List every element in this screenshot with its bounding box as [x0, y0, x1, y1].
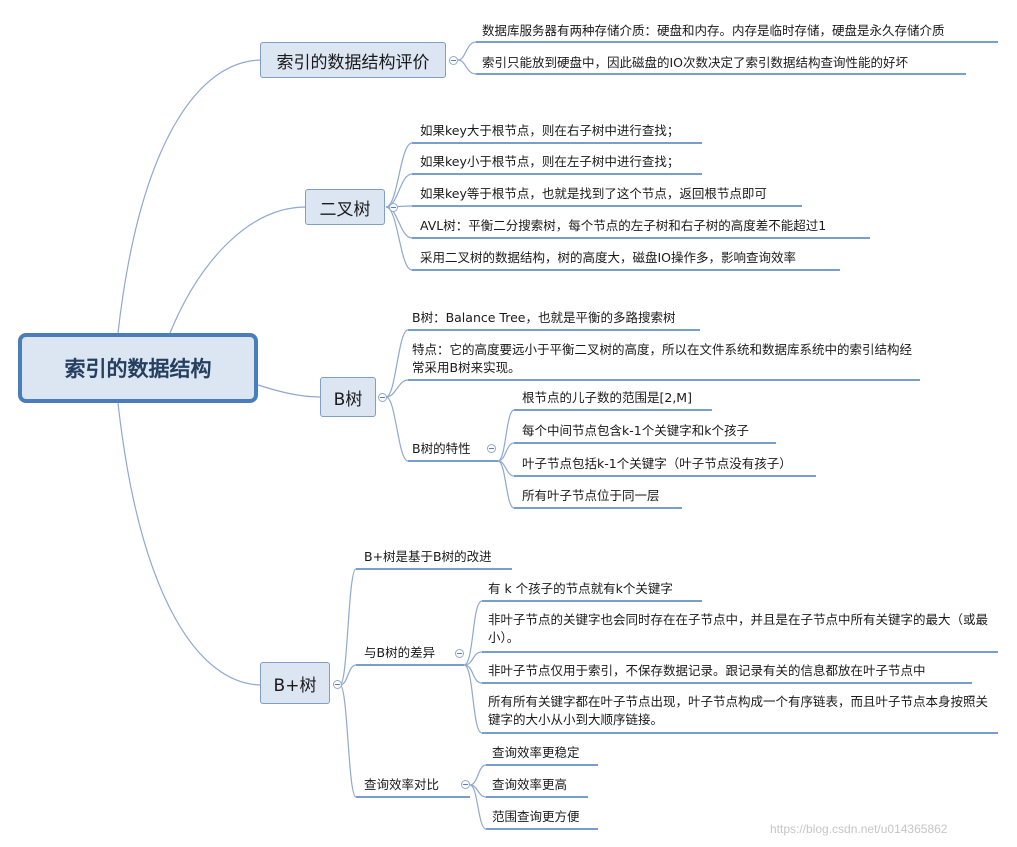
bst-item-2: 如果key小于根节点，则在左子树中进行查找； — [420, 154, 680, 169]
bst-item-5: 采用二叉树的数据结构，树的高度大，磁盘IO操作多，影响查询效率 — [420, 250, 797, 265]
bplus-intro: B+树是基于B树的改进 — [364, 549, 492, 564]
branch-index-structure-evaluation[interactable]: 索引的数据结构评价 — [260, 42, 446, 78]
collapse-icon[interactable] — [487, 444, 496, 453]
bst-item-3: 如果key等于根节点，也就是找到了这个节点，返回根节点即可 — [420, 186, 767, 201]
bplus-query-item-2: 查询效率更高 — [492, 777, 568, 792]
eval-item-2: 索引只能放到硬盘中，因此磁盘的IO次数决定了索引数据结构查询性能的好坏 — [482, 55, 909, 70]
root-node[interactable]: 索引的数据结构 — [18, 333, 258, 403]
watermark: https://blog.csdn.net/u014365862 — [770, 822, 948, 836]
connector-root-bplus — [117, 402, 263, 686]
branch-b-tree[interactable]: B树 — [320, 377, 376, 417]
connector-root-bst — [169, 206, 307, 334]
bst-item-1: 如果key大于根节点，则在右子树中进行查找； — [420, 123, 680, 138]
eval-item-1: 数据库服务器有两种存储介质：硬盘和内存。内存是临时存储，硬盘是永久存储介质 — [482, 23, 945, 38]
bst-item-4: AVL树：平衡二分搜索树，每个节点的左子树和右子树的高度差不能超过1 — [420, 218, 827, 233]
collapse-icon[interactable] — [389, 203, 398, 212]
bplus-query-item-3: 范围查询更方便 — [492, 809, 580, 824]
btree-feature-4: 所有叶子节点位于同一层 — [522, 488, 660, 503]
connector-root-btree — [257, 384, 321, 398]
bplus-diff-label[interactable]: 与B树的差异 — [364, 645, 436, 660]
btree-item-2: 特点：它的高度要远小于平衡二叉树的高度，所以在文件系统和数据库系统中的索引结构经… — [412, 342, 913, 375]
btree-feature-3: 叶子节点包括k-1个关键字（叶子节点没有孩子） — [522, 456, 792, 471]
collapse-icon[interactable] — [449, 56, 458, 65]
btree-feature-1: 根节点的儿子数的范围是[2,M] — [522, 390, 692, 405]
collapse-icon[interactable] — [333, 680, 342, 689]
bplus-query-item-1: 查询效率更稳定 — [492, 745, 580, 760]
bplus-query-label[interactable]: 查询效率对比 — [364, 777, 440, 792]
branch-b-plus-tree[interactable]: B+树 — [260, 662, 330, 704]
bplus-diff-item-3: 非叶子节点仅用于索引，不保存数据记录。跟记录有关的信息都放在叶子节点中 — [488, 663, 926, 678]
collapse-icon[interactable] — [461, 780, 470, 789]
branch-binary-tree[interactable]: 二叉树 — [305, 189, 385, 225]
collapse-icon[interactable] — [455, 649, 464, 658]
connector-root-eval — [117, 59, 263, 334]
bplus-diff-item-2: 非叶子节点的关键字也会同时存在在子节点中，并且是在子节点中所有关键字的最大（或最… — [488, 612, 989, 645]
btree-feature-2: 每个中间节点包含k-1个关键字和k个孩子 — [522, 423, 749, 438]
bplus-diff-item-4: 所有所有关键字都在叶子节点出现，叶子节点构成一个有序链表，而且叶子节点本身按照关… — [488, 694, 989, 727]
bplus-diff-item-1: 有 k 个孩子的节点就有k个关键字 — [488, 581, 673, 596]
btree-item-1: B树：Balance Tree，也就是平衡的多路搜索树 — [412, 310, 676, 325]
btree-features-label[interactable]: B树的特性 — [412, 441, 471, 456]
collapse-icon[interactable] — [378, 393, 387, 402]
